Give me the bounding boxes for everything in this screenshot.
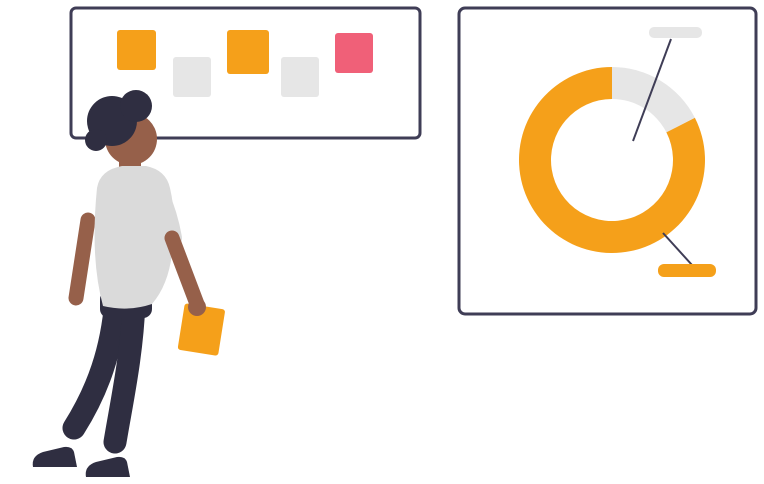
sticky-board — [69, 6, 422, 140]
left-shoe — [32, 446, 77, 467]
chart-board — [457, 6, 758, 316]
sticky-note-4 — [281, 57, 319, 97]
hair-nape — [85, 129, 107, 151]
sticky-note-5 — [335, 33, 373, 73]
hand — [188, 298, 206, 316]
person — [32, 90, 225, 477]
callout-bottom-bar — [658, 264, 716, 277]
right-arm — [164, 230, 205, 312]
sticky-note-1 — [117, 30, 156, 70]
chart-board-frame — [457, 6, 758, 316]
callout-bottom-line — [662, 232, 693, 266]
donut-segment-2 — [612, 67, 695, 133]
hair-top — [120, 90, 152, 122]
sticky-note-3 — [227, 30, 269, 74]
held-note — [177, 303, 225, 356]
right-shoe — [85, 456, 130, 477]
donut-chart — [518, 67, 705, 253]
sticky-note-2 — [173, 57, 211, 97]
left-arm — [68, 212, 96, 306]
callout-top-line — [632, 38, 672, 142]
donut-segment-1 — [518, 67, 705, 253]
right-leg — [103, 290, 146, 454]
hair — [85, 90, 152, 151]
callout-top-bar — [649, 27, 702, 38]
